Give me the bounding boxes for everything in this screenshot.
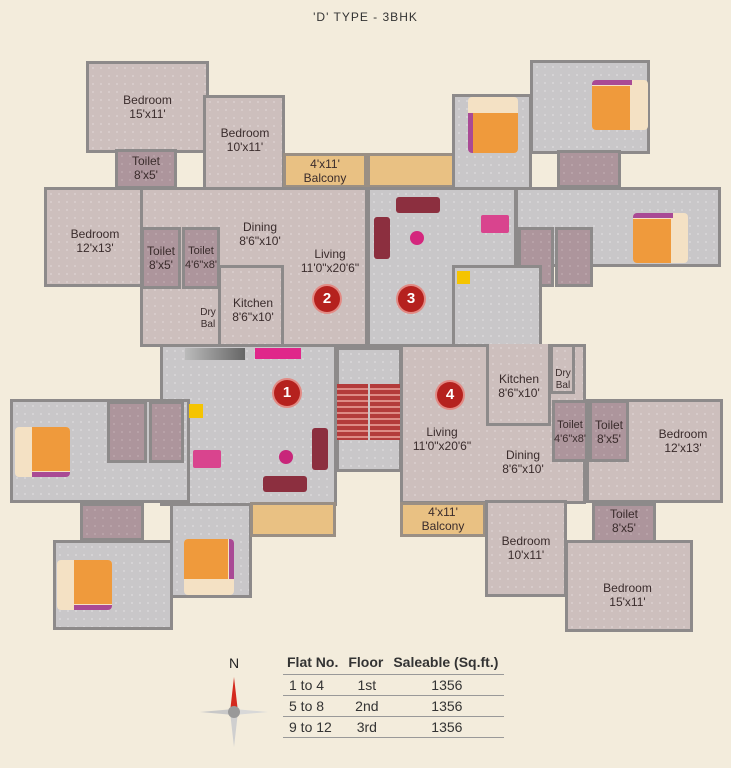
compass-north-label: N <box>228 655 240 671</box>
flat1-sofa-side <box>312 428 328 470</box>
cell-saleable: 1356 <box>389 674 505 696</box>
flat2-balcony <box>283 153 367 188</box>
north-compass: N <box>198 655 270 755</box>
cell-saleable: 1356 <box>389 716 505 738</box>
area-table-header: Flat No. Floor Saleable (Sq.ft.) <box>283 652 504 675</box>
flat1-toilet-1 <box>107 401 147 463</box>
flat4-drybal-label: Dry Bal <box>555 368 571 391</box>
header-floor: Floor <box>348 654 384 670</box>
flat3-balcony <box>367 153 455 188</box>
flat2-toilet-8x5 <box>141 227 181 289</box>
staircase-right <box>370 384 400 440</box>
flat2-toilet-4-6x8 <box>182 227 220 289</box>
cell-flat-no: 9 to 12 <box>283 716 345 738</box>
flat1-bed-3 <box>184 539 234 595</box>
flat2-kitchen <box>218 265 284 347</box>
flat-3-badge: 3 <box>398 286 424 312</box>
area-table: Flat No. Floor Saleable (Sq.ft.) 1 to 4 … <box>283 652 505 738</box>
flat4-kitchen <box>486 344 551 426</box>
flat1-table-icon <box>279 450 293 464</box>
flat2-bedroom-15x11 <box>86 61 209 153</box>
cell-flat-no: 5 to 8 <box>283 695 345 717</box>
header-flat-no: Flat No. <box>287 654 339 670</box>
flat2-toilet-8x5-top <box>115 149 177 189</box>
flat4-bedroom-15x11 <box>565 540 693 632</box>
flat1-sofa-bottom <box>263 476 307 492</box>
plan-title: 'D' TYPE - 3BHK <box>313 10 418 24</box>
flat4-bedroom-10x11 <box>485 500 567 597</box>
flat3-bed-2 <box>592 80 648 130</box>
flat3-sofa-side <box>374 217 390 259</box>
table-row: 5 to 8 2nd 1356 <box>283 695 505 717</box>
staircase-left <box>337 384 368 440</box>
flat3-table-icon <box>410 231 424 245</box>
cell-floor: 2nd <box>344 695 390 717</box>
flat4-drybal <box>550 344 575 394</box>
flat4-toilet-4-6x8 <box>552 400 588 462</box>
flat3-toilet-top <box>557 150 621 188</box>
flat3-bed-1 <box>468 97 518 153</box>
flat4-toilet-8x5-bottom <box>592 503 656 543</box>
flat3-bed-3 <box>633 213 688 263</box>
flat2-balcony-label: 4'x11'Balcony <box>303 157 347 185</box>
flat4-balcony-label: 4'x11'Balcony <box>421 505 465 533</box>
flat3-fridge-icon <box>457 271 470 284</box>
cell-floor: 1st <box>344 674 390 696</box>
flat1-bed-1 <box>15 427 70 477</box>
table-row: 1 to 4 1st 1356 <box>283 674 505 696</box>
flat4-balcony <box>400 502 486 537</box>
compass-rose-icon <box>200 677 268 747</box>
flat3-dining-table-icon <box>481 215 509 233</box>
flat-2-badge: 2 <box>314 286 340 312</box>
flat1-balcony <box>250 502 336 537</box>
header-saleable: Saleable (Sq.ft.) <box>393 654 499 670</box>
flat3-sofa-top <box>396 197 440 213</box>
flat3-kitchen <box>452 265 542 347</box>
cell-saleable: 1356 <box>389 695 505 717</box>
flat1-stove-icon <box>255 348 301 359</box>
flat4-toilet-8x5 <box>589 400 629 462</box>
flat4-bedroom-12x13 <box>586 399 723 503</box>
flat1-living <box>160 344 337 506</box>
cell-floor: 3rd <box>344 716 390 738</box>
flat1-toilet-2 <box>149 401 184 463</box>
flat1-toilet-3 <box>80 503 144 541</box>
flat2-drybal-label: Dry Bal <box>200 307 216 330</box>
flat1-fridge-icon <box>189 404 203 418</box>
flat1-dining-table-icon <box>193 450 221 468</box>
cell-flat-no: 1 to 4 <box>283 674 345 696</box>
flat3-toilet-2 <box>555 227 593 287</box>
flat1-counter-icon <box>185 348 245 360</box>
flat1-bed-2 <box>57 560 112 610</box>
table-row: 9 to 12 3rd 1356 <box>283 716 505 738</box>
flat-1-badge: 1 <box>274 380 300 406</box>
flat2-bedroom-12x13 <box>44 187 144 287</box>
flat-4-badge: 4 <box>437 382 463 408</box>
